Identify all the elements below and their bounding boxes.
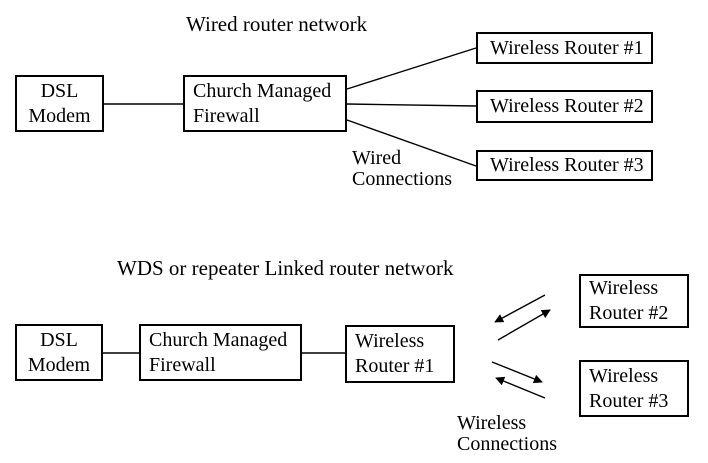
- node-top-wireless-router-3: Wireless Router #3: [476, 150, 653, 181]
- wireless-arrow-router3-to-router1: [495, 376, 546, 399]
- node-top-dsl-modem: DSL Modem: [15, 75, 104, 132]
- wds-network-title: WDS or repeater Linked router network: [117, 256, 454, 280]
- node-top-wireless-router-2: Wireless Router #2: [476, 90, 653, 123]
- wire-top-firewall-to-router3: [346, 119, 477, 167]
- node-bottom-firewall: Church Managed Firewall: [139, 324, 302, 381]
- wired-network-title: Wired router network: [186, 12, 368, 36]
- wireless-arrow-router1-to-router3: [491, 361, 543, 384]
- node-bottom-wireless-router-1: Wireless Router #1: [345, 325, 455, 383]
- node-bottom-wireless-router-2: Wireless Router #2: [579, 274, 689, 328]
- wire-top-firewall-to-router1: [346, 47, 477, 90]
- wireless-arrow-router2-to-router1: [494, 294, 546, 323]
- node-bottom-wireless-router-3: Wireless Router #3: [579, 360, 689, 417]
- node-top-wireless-router-1: Wireless Router #1: [476, 32, 653, 64]
- wireless-arrow-router1-to-router2: [497, 309, 551, 341]
- wired-connections-label: Wired Connections: [352, 147, 452, 191]
- wire-top-firewall-to-router2: [346, 103, 477, 107]
- node-bottom-dsl-modem: DSL Modem: [15, 324, 103, 381]
- node-top-firewall: Church Managed Firewall: [183, 75, 347, 132]
- wireless-connections-label: Wireless Connections: [457, 412, 557, 456]
